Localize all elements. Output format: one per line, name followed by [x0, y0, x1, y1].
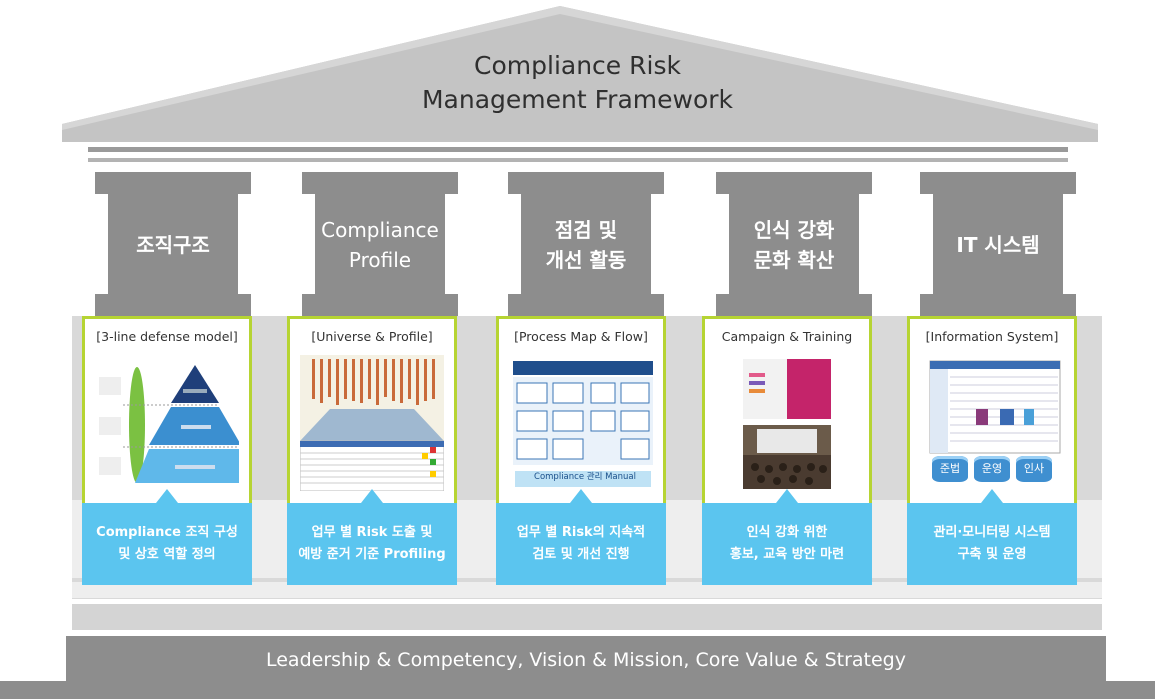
pillar-label: Compliance Profile [321, 218, 439, 272]
panel-campaign-training: Campaign & Training [702, 316, 872, 506]
pillar-organization: 조직구조 [95, 172, 251, 316]
pointer-arrow [570, 489, 592, 503]
platform-base [72, 604, 1102, 630]
panel-title: [3-line defense model] [96, 329, 238, 344]
framework-title-line-1: Compliance Risk [474, 51, 681, 80]
foundation-base [0, 681, 1155, 699]
panel-title: [Universe & Profile] [311, 329, 433, 344]
pointer-arrow [156, 489, 178, 503]
pillar-label: 조직구조 [136, 233, 210, 257]
pillar-label: 점검 및 개선 활동 [545, 218, 627, 272]
campaign-photo-image [743, 359, 831, 489]
pillar-inspection-improvement: 점검 및 개선 활동 [508, 172, 664, 316]
description-box-process: 업무 별 Risk의 지속적 검토 및 개선 진행 [496, 503, 666, 585]
pillar-it-system: IT 시스템 [920, 172, 1076, 316]
pillar-awareness-culture: 인식 강화 문화 확산 [716, 172, 872, 316]
roof [62, 6, 1098, 142]
description-box-profile: 업무 별 Risk 도출 및 예방 준거 기준 Profiling [287, 503, 457, 585]
panel-title: Campaign & Training [721, 329, 853, 344]
framework-title-line-2: Management Framework [421, 85, 734, 114]
panel-title: [Process Map & Flow] [514, 329, 648, 344]
manual-label: Compliance 관리 Manual [534, 472, 636, 482]
description-box-organization: Compliance 조직 구성 및 상호 역할 정의 [82, 503, 252, 585]
panel-title: [Information System] [925, 329, 1059, 344]
panel-universe-profile: [Universe & Profile] [287, 316, 457, 506]
pillar-compliance-profile: Compliance Profile [302, 172, 458, 316]
pillar-label: 인식 강화 문화 확산 [753, 218, 835, 272]
profile-matrix-image [300, 355, 444, 491]
pointer-arrow [981, 489, 1003, 503]
entablature-beam-bottom [88, 158, 1068, 162]
description-box-it-system: 관리·모니터링 시스템 구축 및 운영 [907, 503, 1077, 585]
foundation-text: Leadership & Competency, Vision & Missio… [265, 648, 906, 671]
database-icon-compliance: 준법 [932, 456, 968, 482]
database-icon-operations: 운영 [974, 456, 1010, 482]
pointer-arrow [776, 489, 798, 503]
description-box-awareness: 인식 강화 위한 홍보, 교육 방안 마련 [702, 503, 872, 585]
pillar-label: IT 시스템 [956, 233, 1040, 257]
database-icon-hr: 인사 [1016, 456, 1052, 482]
panel-information-system: [Information System] 준법 운영 인사 [907, 316, 1077, 506]
panel-3-line-defense: [3-line defense model] [82, 316, 252, 506]
pyramid-diagram-image [99, 365, 239, 483]
information-system-screenshot [929, 360, 1061, 454]
panel-process-map: [Process Map & Flow] Compliance 관리 Manua… [496, 316, 666, 506]
foundation-slab [66, 636, 1106, 683]
entablature-beam-top [88, 147, 1068, 152]
process-flow-image [513, 361, 653, 487]
pointer-arrow [361, 489, 383, 503]
